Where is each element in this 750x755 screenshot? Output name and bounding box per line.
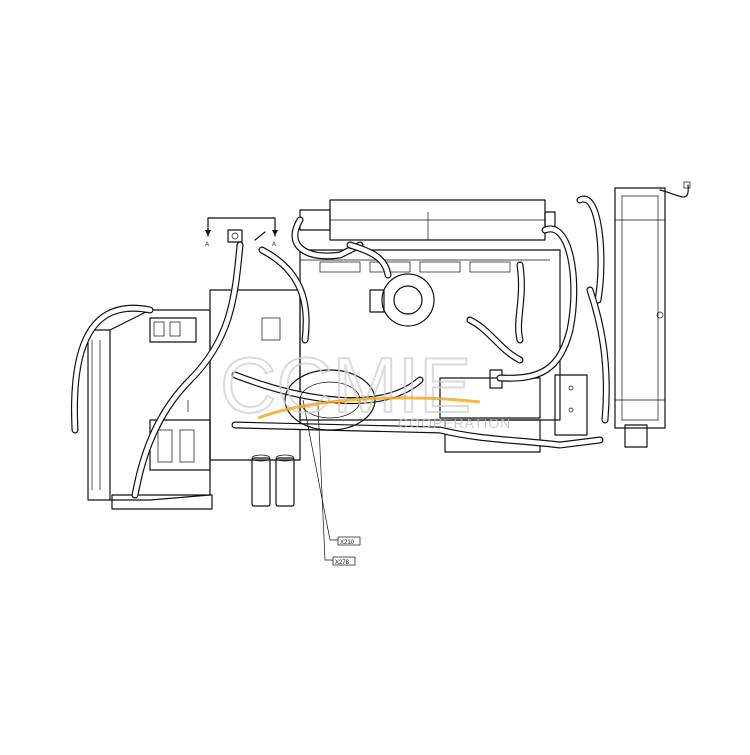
watermark-sub: COOPERATION — [398, 415, 511, 431]
engine-block — [299, 199, 588, 453]
radiator — [614, 181, 691, 448]
turbocharger — [369, 273, 435, 327]
section-mark-left: A — [205, 242, 209, 248]
oil-filters — [251, 454, 295, 507]
cylinder-head-row — [319, 261, 511, 273]
callout-leaders — [302, 399, 361, 566]
expansion-tank — [205, 217, 278, 243]
callout-label-2: X278 — [335, 560, 350, 566]
watermark-brand: CCMIE — [220, 341, 471, 429]
coolant-hoses — [70, 195, 610, 499]
callout-label-1: X210 — [340, 540, 355, 546]
watermark: CCMIE COOPERATION — [219, 340, 511, 431]
section-mark-right: A — [272, 242, 276, 248]
watermark-swoosh — [257, 396, 481, 420]
